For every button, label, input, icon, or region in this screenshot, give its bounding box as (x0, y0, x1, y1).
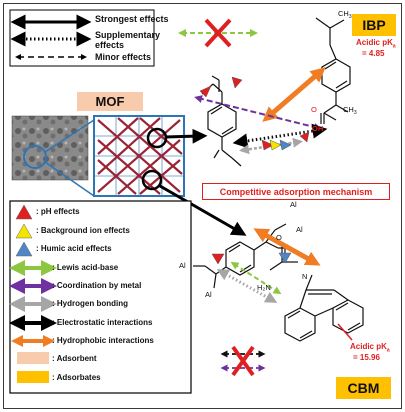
cbm-o: O (276, 233, 282, 242)
ibp-o: O (311, 105, 317, 114)
lower-highlight-circle (141, 169, 163, 191)
zoom-circle (23, 145, 47, 169)
al-label-1: Al (290, 200, 297, 209)
ibp-pka-value: = 4.85 (362, 49, 385, 58)
red-triangle-icon (15, 204, 33, 220)
top-legend-box (9, 9, 155, 67)
to-ibp-arrow (164, 128, 208, 144)
legend-background-ion-label: : Background ion effects (36, 226, 130, 235)
humic-triangle-lower (278, 252, 292, 264)
excluded-lewis-arrow (178, 18, 258, 48)
cbm-label: CBM (336, 377, 391, 399)
al-label-4: Al (205, 290, 212, 299)
ibp-molecule (315, 17, 351, 124)
mof-linker-lower (193, 223, 288, 289)
legend-lewis-label: : Lewis acid-base (52, 263, 119, 272)
mof-label: MOF (77, 92, 143, 111)
cbm-acidic-pointer (337, 323, 353, 341)
legend-humic-label: : Humic acid effects (36, 244, 112, 253)
gold-swatch-icon (17, 371, 49, 383)
ph-triangle-lower (211, 253, 225, 265)
cbm-n: N (302, 272, 307, 281)
ibp-ch3-top: CH3 (338, 9, 352, 20)
yellow-triangle-icon (15, 223, 33, 239)
ph-triangle-upper (231, 76, 243, 89)
ph-triangle-mid-2 (299, 131, 310, 143)
supplementary-label: Supplementary effects (95, 30, 161, 50)
ibp-acidic-label: Acidic pKa (356, 38, 396, 50)
mechanism-label: Competitive adsorption mechanism (202, 183, 390, 200)
legend-electrostatic-label: : Electrostatic interactions (52, 318, 153, 327)
peach-swatch-icon (17, 352, 49, 364)
cbm-acidic-label: Acidic pKa (350, 342, 390, 354)
strongest-label: Strongest effects (95, 14, 169, 24)
humic-triangle-mid (279, 139, 292, 151)
ph-triangle-mid-1 (261, 139, 274, 151)
ibp-label: IBP (352, 14, 396, 36)
to-cbm-arrow (159, 184, 247, 236)
cbm-lewis-arrow (230, 261, 282, 295)
minor-label: Minor effects (95, 52, 152, 62)
ibp-ch3-side: CH3 (343, 105, 357, 116)
legend-coordination-label: : Coordination by metal (52, 281, 142, 290)
legend-adsorbent-label: : Adsorbent (52, 354, 97, 363)
cbm-hbond-arrow (216, 269, 278, 303)
legend-hbond-label: : Hydrogen bonding (52, 299, 128, 308)
excluded-cbm-arrows (220, 345, 266, 377)
cbm-hydrophobic-arrow (253, 228, 321, 266)
bg-ion-triangle (269, 139, 282, 151)
legend-adsorbates-label: : Adsorbates (52, 373, 101, 382)
al-label-3: Al (179, 261, 186, 270)
legend-box (9, 200, 192, 394)
ibp-oh: OH (312, 124, 323, 133)
ibp-coordination-arrow (194, 95, 322, 131)
legend-hydrophobic-label: : Hydrophobic interactions (52, 336, 154, 345)
cbm-pka-value: = 15.96 (353, 353, 380, 362)
blue-triangle-icon (15, 241, 33, 257)
mof-image-group (11, 115, 247, 236)
ph-triangle-upper-left (199, 85, 212, 98)
legend-ph-label: : pH effects (36, 207, 80, 216)
cbm-h2n: H₂N (257, 283, 271, 292)
al-label-2: Al (296, 225, 303, 234)
